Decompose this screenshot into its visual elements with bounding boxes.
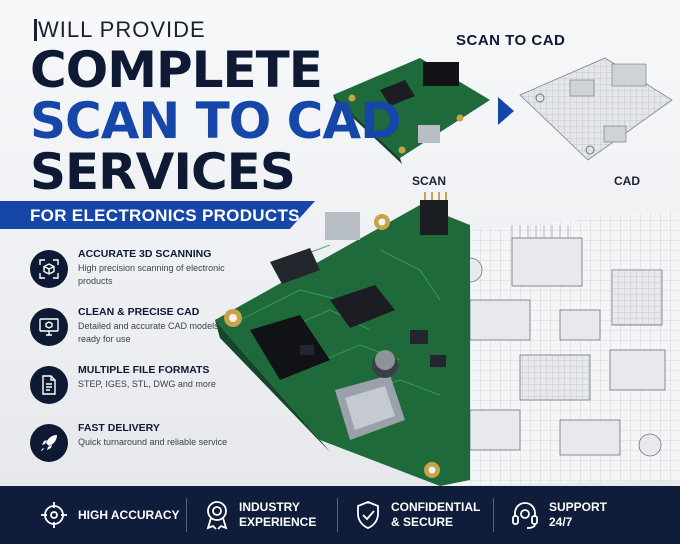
- comparison-title: SCAN TO CAD: [456, 32, 566, 49]
- rocket-icon: [30, 424, 68, 462]
- divider: [337, 498, 338, 532]
- feature-clean-cad: CLEAN & PRECISE CAD Detailed and accurat…: [30, 306, 230, 352]
- cad-label: CAD: [614, 174, 640, 188]
- feature-fast-delivery: FAST DELIVERY Quick turnaround and relia…: [30, 422, 230, 468]
- feature-desc: Detailed and accurate CAD models ready f…: [78, 321, 219, 344]
- headset-icon: [512, 502, 538, 529]
- feature-title: FAST DELIVERY: [78, 422, 160, 434]
- trust-bar: HIGH ACCURACY INDUSTRY EXPERIENCE CONFID…: [0, 486, 680, 544]
- trust-label: SUPPORT 24/7: [549, 500, 608, 529]
- headline-kicker: WILL PROVIDE: [38, 17, 206, 42]
- headline-line-1: COMPLETE: [30, 41, 323, 99]
- award-icon: [206, 501, 228, 530]
- 3d-scan-icon: [30, 250, 68, 288]
- feature-title: CLEAN & PRECISE CAD: [78, 306, 200, 318]
- scan-label: SCAN: [412, 174, 447, 188]
- feature-desc: Quick turnaround and reliable service: [78, 437, 228, 447]
- shield-check-icon: [357, 501, 379, 529]
- kicker-divider: [34, 19, 37, 41]
- feature-file-formats: MULTIPLE FILE FORMATS STEP, IGES, STL, D…: [30, 364, 230, 410]
- divider: [493, 498, 494, 532]
- document-icon: [30, 366, 68, 404]
- divider: [186, 498, 187, 532]
- headline-line-2: SCAN TO CAD: [30, 92, 402, 150]
- crosshair-icon: [41, 502, 67, 528]
- feature-title: ACCURATE 3D SCANNING: [78, 248, 212, 260]
- monitor-cube-icon: [30, 308, 68, 346]
- subtitle-text: FOR ELECTRONICS PRODUCTS: [30, 206, 300, 225]
- feature-desc: High precision scanning of electronic pr…: [78, 263, 225, 286]
- arrow-right-icon: [498, 97, 514, 125]
- feature-accurate-scanning: ACCURATE 3D SCANNING High precision scan…: [30, 248, 230, 294]
- trust-label: HIGH ACCURACY: [78, 507, 180, 522]
- trust-label: CONFIDENTIAL & SECURE: [391, 500, 481, 529]
- feature-desc: STEP, IGES, STL, DWG and more: [78, 379, 216, 389]
- trust-label: INDUSTRY EXPERIENCE: [239, 500, 317, 529]
- feature-title: MULTIPLE FILE FORMATS: [78, 364, 210, 376]
- subtitle-ribbon: FOR ELECTRONICS PRODUCTS: [0, 201, 315, 229]
- headline-line-3: SERVICES: [30, 143, 296, 201]
